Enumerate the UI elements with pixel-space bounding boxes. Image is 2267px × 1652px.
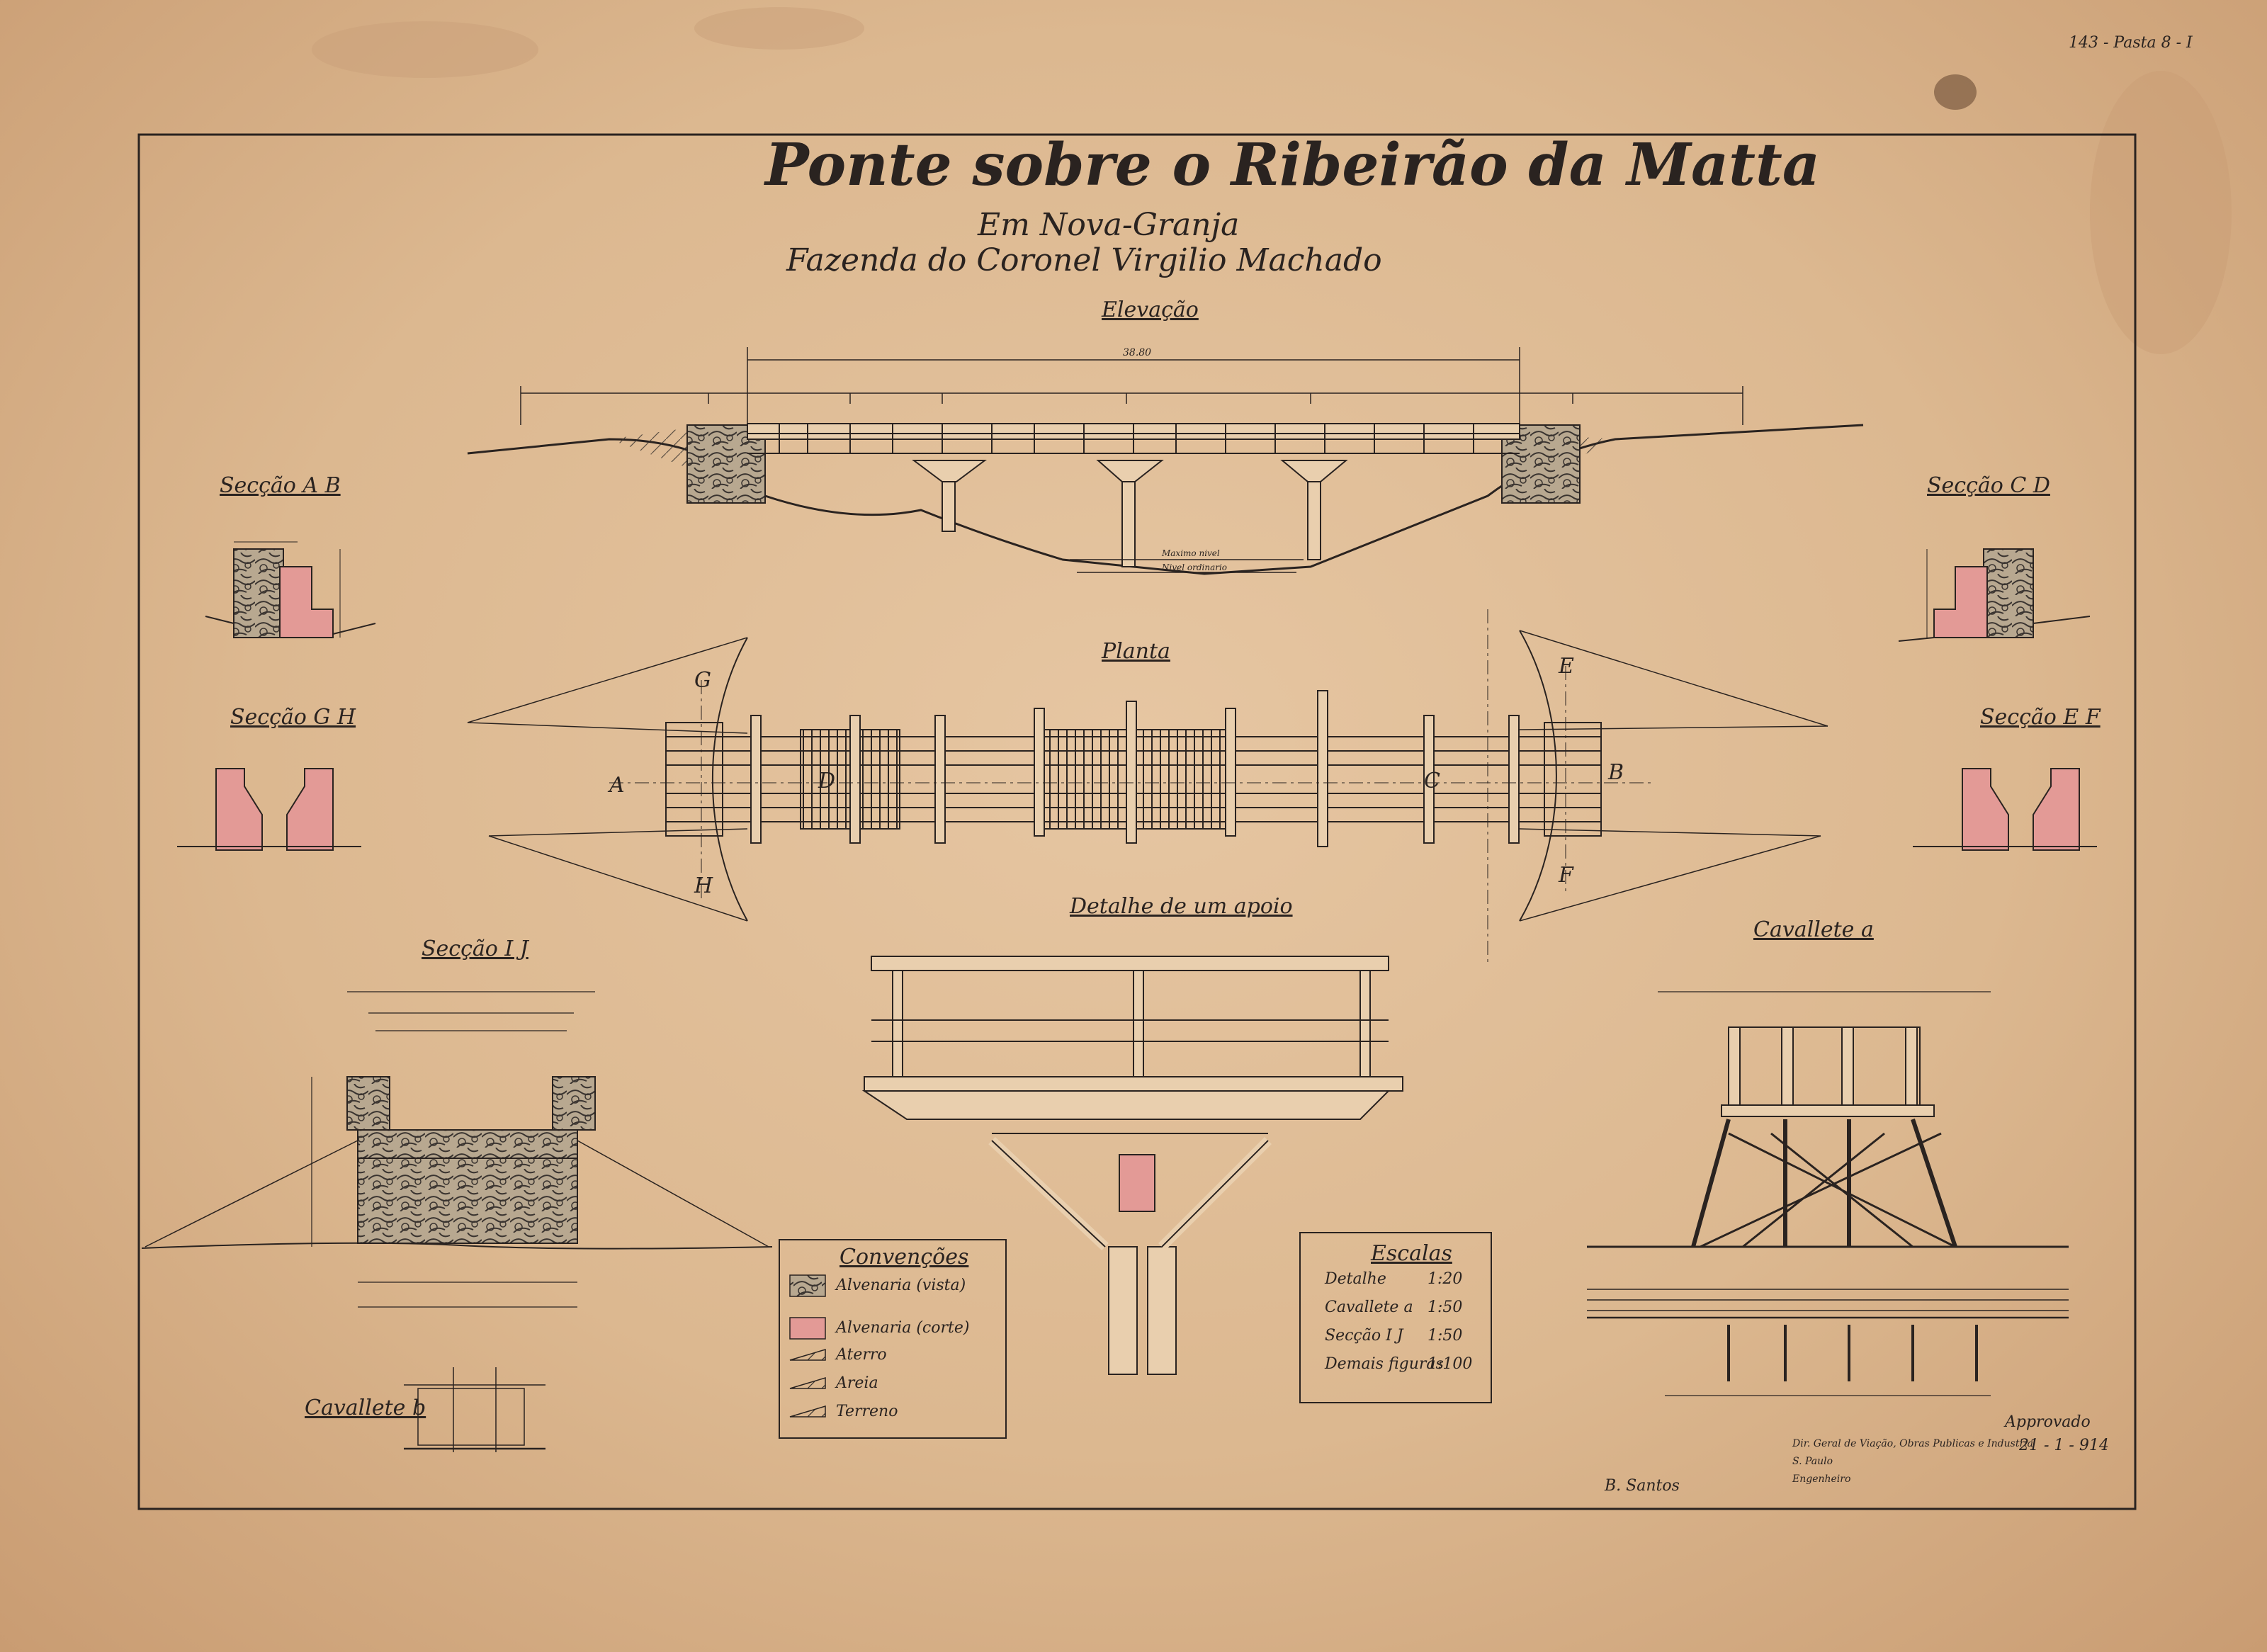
drawing-title: Ponte sobre o Ribeirão da Matta	[765, 131, 1821, 199]
scale-row-1-name: Detalhe	[1325, 1270, 1386, 1288]
office-note-2: S. Paulo	[1792, 1456, 1833, 1467]
scale-row-3-name: Secção I J	[1325, 1327, 1403, 1345]
scales-title: Escalas	[1371, 1241, 1452, 1266]
label-secao-ij: Secção I J	[422, 937, 528, 961]
elevation-total-dim: 38.80	[1123, 347, 1151, 358]
legend-item-3: Aterro	[836, 1346, 887, 1364]
office-note-3: Engenheiro	[1792, 1473, 1851, 1485]
corner-reference: 143 - Pasta 8 - I	[2069, 34, 2193, 52]
water-high-label: Maximo nivel	[1161, 548, 1220, 558]
cavallete-b	[404, 1367, 545, 1452]
label-planta: Planta	[1102, 639, 1170, 664]
label-cavallete-b: Cavallete b	[305, 1396, 426, 1420]
svg-text:H: H	[694, 873, 713, 898]
svg-text:B: B	[1607, 760, 1624, 785]
label-secao-ab: Secção A B	[220, 473, 341, 498]
scale-row-1-value: 1:20	[1428, 1270, 1463, 1288]
label-detalhe: Detalhe de um apoio	[1070, 894, 1293, 919]
label-secao-gh: Secção G H	[230, 705, 356, 730]
section-cd	[1898, 548, 2091, 642]
elevation-view: Maximo nivel Nivel ordinario 38.80	[467, 347, 1864, 575]
drawing-subtitle: Em Nova-Granja	[978, 207, 1240, 243]
scale-row-3-value: 1:50	[1428, 1327, 1463, 1345]
approval-date: 21 - 1 - 914	[2019, 1437, 2109, 1454]
legend-box	[779, 1239, 1007, 1439]
section-ij	[141, 991, 773, 1308]
drawing-subtitle-2: Fazenda do Coronel Virgilio Machado	[786, 242, 1382, 278]
office-note-1: Dir. Geral de Viação, Obras Publicas e I…	[1792, 1438, 2033, 1449]
legend-item-5: Terreno	[836, 1403, 898, 1420]
svg-text:C: C	[1424, 769, 1440, 793]
plan-view	[467, 609, 1828, 963]
legend-title: Convenções	[839, 1245, 969, 1269]
svg-text:G: G	[694, 668, 711, 693]
section-gh	[177, 768, 361, 851]
label-elevacao: Elevação	[1102, 298, 1199, 322]
label-cavallete-a: Cavallete a	[1753, 917, 1874, 942]
water-low-label: Nivel ordinario	[1161, 562, 1227, 572]
scale-row-2-name: Cavallete a	[1325, 1299, 1413, 1316]
legend-item-4: Areia	[836, 1374, 878, 1392]
signature-left: B. Santos	[1605, 1477, 1680, 1495]
svg-text:E: E	[1558, 654, 1574, 679]
legend-item-1: Alvenaria (vista)	[836, 1277, 966, 1294]
scales-box	[1299, 1232, 1492, 1403]
scale-row-4-name: Demais figuras	[1325, 1355, 1444, 1373]
scale-row-2-value: 1:50	[1428, 1299, 1463, 1316]
legend-item-2: Alvenaria (corte)	[836, 1319, 970, 1337]
scale-row-4-value: 1:100	[1428, 1355, 1473, 1373]
svg-text:A: A	[607, 773, 625, 798]
section-ef	[1913, 768, 2097, 851]
section-ab	[205, 541, 376, 638]
label-secao-cd: Secção C D	[1927, 473, 2050, 498]
plan-section-marks: A B G H E F C D	[607, 654, 1624, 898]
detail-view	[861, 956, 1403, 1375]
cavallete-a	[1587, 991, 2069, 1396]
approval-text: Approvado	[2005, 1413, 2091, 1431]
svg-text:D: D	[818, 769, 835, 793]
label-secao-ef: Secção E F	[1980, 705, 2101, 730]
svg-text:F: F	[1558, 863, 1574, 888]
